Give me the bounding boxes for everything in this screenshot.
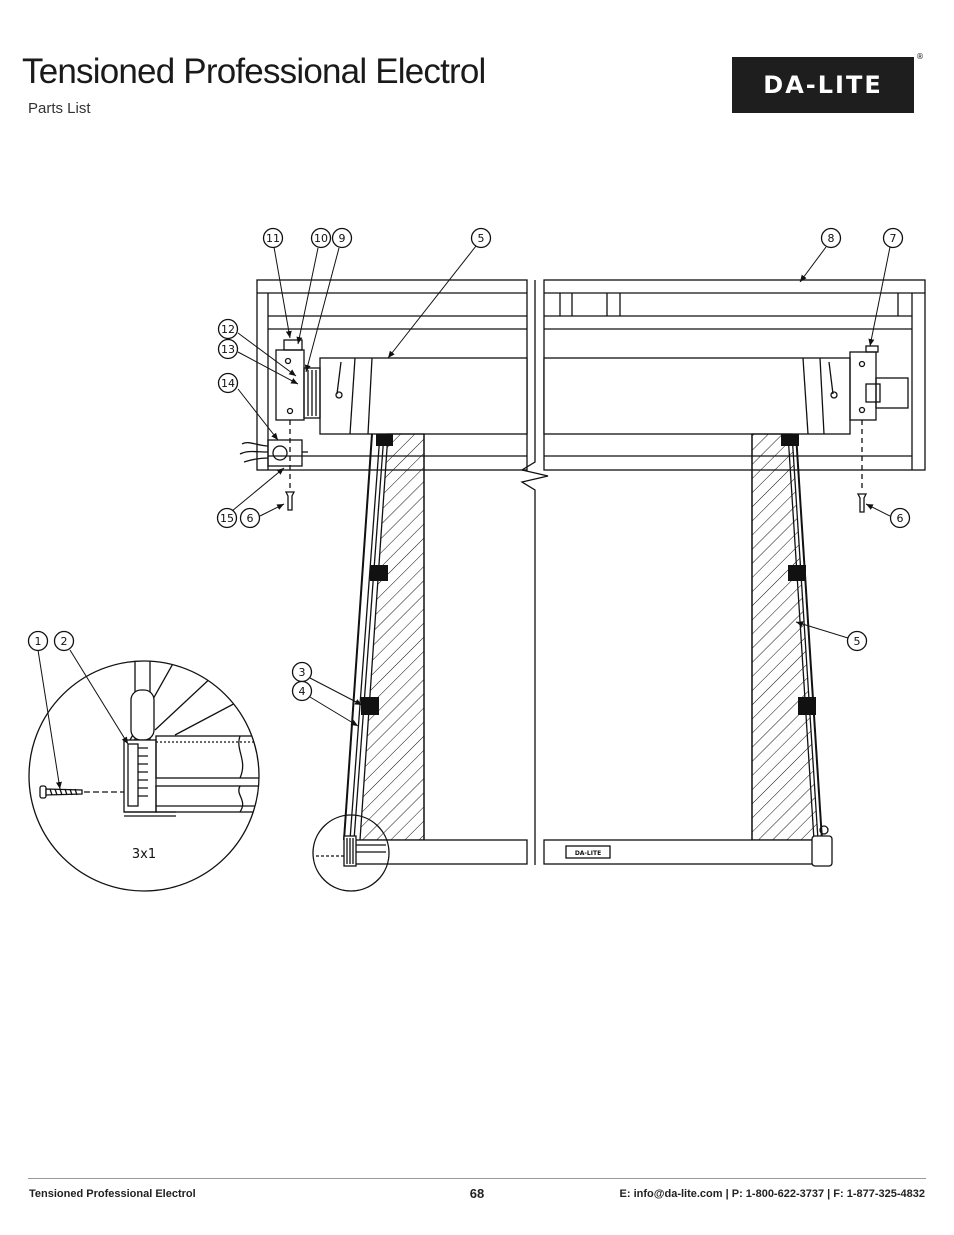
leader-lines — [37, 245, 891, 790]
svg-text:4: 4 — [299, 685, 306, 698]
screen-surface — [359, 433, 819, 841]
break-line — [520, 280, 549, 865]
callout-1: 1 — [27, 630, 49, 652]
page-title: Tensioned Professional Electrol — [22, 52, 486, 91]
left-case-housing — [256, 279, 528, 471]
svg-text:7: 7 — [890, 232, 897, 245]
svg-text:9: 9 — [339, 232, 346, 245]
callout-6-left: 6 — [239, 507, 261, 529]
callout-11: 11 — [262, 227, 284, 249]
callout-15: 15 — [216, 507, 238, 529]
callout-4: 4 — [291, 680, 313, 702]
footer-product-name: Tensioned Professional Electrol — [29, 1188, 196, 1200]
footer-divider — [28, 1178, 926, 1179]
callout-5-side: 5 — [846, 630, 868, 652]
detail-scale-label: 3x1 — [132, 847, 156, 862]
callout-5-top: 5 — [470, 227, 492, 249]
svg-text:5: 5 — [478, 232, 485, 245]
svg-text:10: 10 — [314, 232, 328, 245]
svg-text:6: 6 — [897, 512, 904, 525]
bar-logo-label: DA-LITE — [575, 850, 601, 857]
left-motor-bracket — [239, 339, 321, 511]
footer-contact-info: E: info@da-lite.com | P: 1-800-622-3737 … — [619, 1188, 925, 1200]
svg-text:12: 12 — [221, 323, 235, 336]
svg-text:3: 3 — [299, 666, 306, 679]
right-idler-bracket — [849, 345, 909, 513]
callout-13: 13 — [217, 338, 239, 360]
logo-text: DA-LITE — [763, 71, 883, 99]
callout-3: 3 — [291, 661, 313, 683]
svg-text:11: 11 — [266, 232, 280, 245]
small-detail-circle — [312, 814, 390, 892]
svg-text:15: 15 — [220, 512, 234, 525]
svg-text:2: 2 — [61, 635, 68, 648]
screen-borders — [343, 433, 823, 841]
callout-12: 12 — [217, 318, 239, 340]
callout-2: 2 — [53, 630, 75, 652]
callout-8: 8 — [820, 227, 842, 249]
registered-mark: ® — [916, 52, 924, 61]
svg-text:8: 8 — [828, 232, 835, 245]
callout-14: 14 — [217, 372, 239, 394]
svg-text:1: 1 — [35, 635, 42, 648]
page-subtitle: Parts List — [28, 100, 91, 117]
da-lite-logo: DA-LITE — [732, 57, 914, 113]
callout-6-right: 6 — [889, 507, 911, 529]
callout-bubbles: 11 10 9 5 8 7 12 13 14 15 6 6 1 2 3 4 5 — [27, 227, 911, 702]
page-number: 68 — [469, 1186, 485, 1201]
callout-7: 7 — [882, 227, 904, 249]
callout-9: 9 — [331, 227, 353, 249]
roller-tube — [319, 357, 851, 435]
svg-text:14: 14 — [221, 377, 235, 390]
svg-text:6: 6 — [247, 512, 254, 525]
detail-view-3x1 — [28, 660, 260, 892]
svg-text:5: 5 — [854, 635, 861, 648]
svg-text:13: 13 — [221, 343, 235, 356]
cable-tabs — [361, 434, 816, 715]
callout-10: 10 — [310, 227, 332, 249]
